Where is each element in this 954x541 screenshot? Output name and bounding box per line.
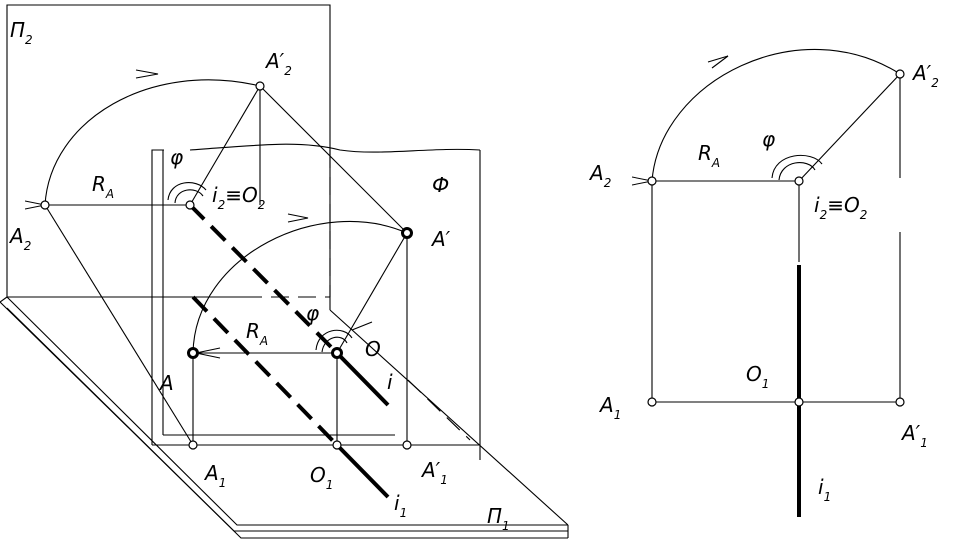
- label-a1-left: A1: [203, 461, 226, 490]
- label-o1-left: O1: [310, 463, 333, 492]
- axis-i: [335, 351, 390, 407]
- label-a1-prime-right: A′1: [900, 421, 928, 450]
- point-o1-right: [794, 397, 804, 407]
- label-ra-middle: RA: [246, 319, 268, 348]
- label-i1-left: i1: [394, 491, 407, 520]
- point-a2-prime-left: [255, 81, 265, 91]
- arc-a2-left: [44, 79, 261, 206]
- plane-pi1: [0, 296, 569, 539]
- label-i2-o2-left: i2≡O2: [212, 183, 265, 212]
- label-pi2: П2: [10, 18, 33, 47]
- label-a1-right: A1: [598, 393, 621, 422]
- label-i1-right: i1: [818, 475, 831, 504]
- label-i: i: [387, 370, 393, 394]
- orthographic-view: A′2 φ RA A2 i2≡O2 O1 A1 A′1 i1: [588, 48, 939, 517]
- pictorial-view: П2 П1 Ф φ φ A′2 A2 RA i2≡O2 A′ RA O i A …: [0, 4, 569, 539]
- point-a1-prime-left: [402, 440, 412, 450]
- label-i2-o2-right: i2≡O2: [814, 193, 867, 222]
- label-a: A: [158, 371, 174, 395]
- label-phi-left: φ: [306, 301, 319, 325]
- point-i2-right: [794, 176, 804, 186]
- point-a2-left: [40, 200, 50, 210]
- point-a-prime: [401, 227, 413, 239]
- axis-i1-hidden: [191, 295, 339, 447]
- label-ra-left: RA: [92, 172, 114, 201]
- point-a1-left: [188, 440, 198, 450]
- label-o1-right: O1: [746, 362, 769, 391]
- label-pi1: П1: [487, 504, 510, 533]
- point-a2-right: [647, 176, 657, 186]
- point-o: [331, 347, 343, 359]
- label-ra-right: RA: [698, 141, 720, 170]
- axis-i-hidden: [188, 203, 339, 355]
- point-i2-left: [185, 200, 195, 210]
- label-a1-prime-left: A′1: [420, 458, 448, 487]
- label-a-prime: A′: [430, 227, 451, 251]
- point-a1-right: [647, 397, 657, 407]
- arc-a2-right: [651, 48, 901, 182]
- label-a2-left: A2: [8, 224, 31, 253]
- point-a2-prime-right: [895, 69, 905, 79]
- arc-a-left: [192, 220, 408, 354]
- label-a2-prime-left: A′2: [264, 49, 292, 78]
- axis-i1: [335, 443, 390, 499]
- point-o1-left: [332, 440, 342, 450]
- label-phi-right: φ: [762, 127, 775, 151]
- label-phi-plane: Ф: [432, 173, 449, 197]
- label-a2-right: A2: [588, 161, 611, 190]
- label-phi-left-top: φ: [170, 145, 183, 169]
- point-a: [187, 347, 199, 359]
- point-a1-prime-right: [895, 397, 905, 407]
- label-a2-prime-right: A′2: [911, 61, 939, 90]
- label-o: O: [365, 337, 381, 361]
- projection-lines: [45, 85, 471, 446]
